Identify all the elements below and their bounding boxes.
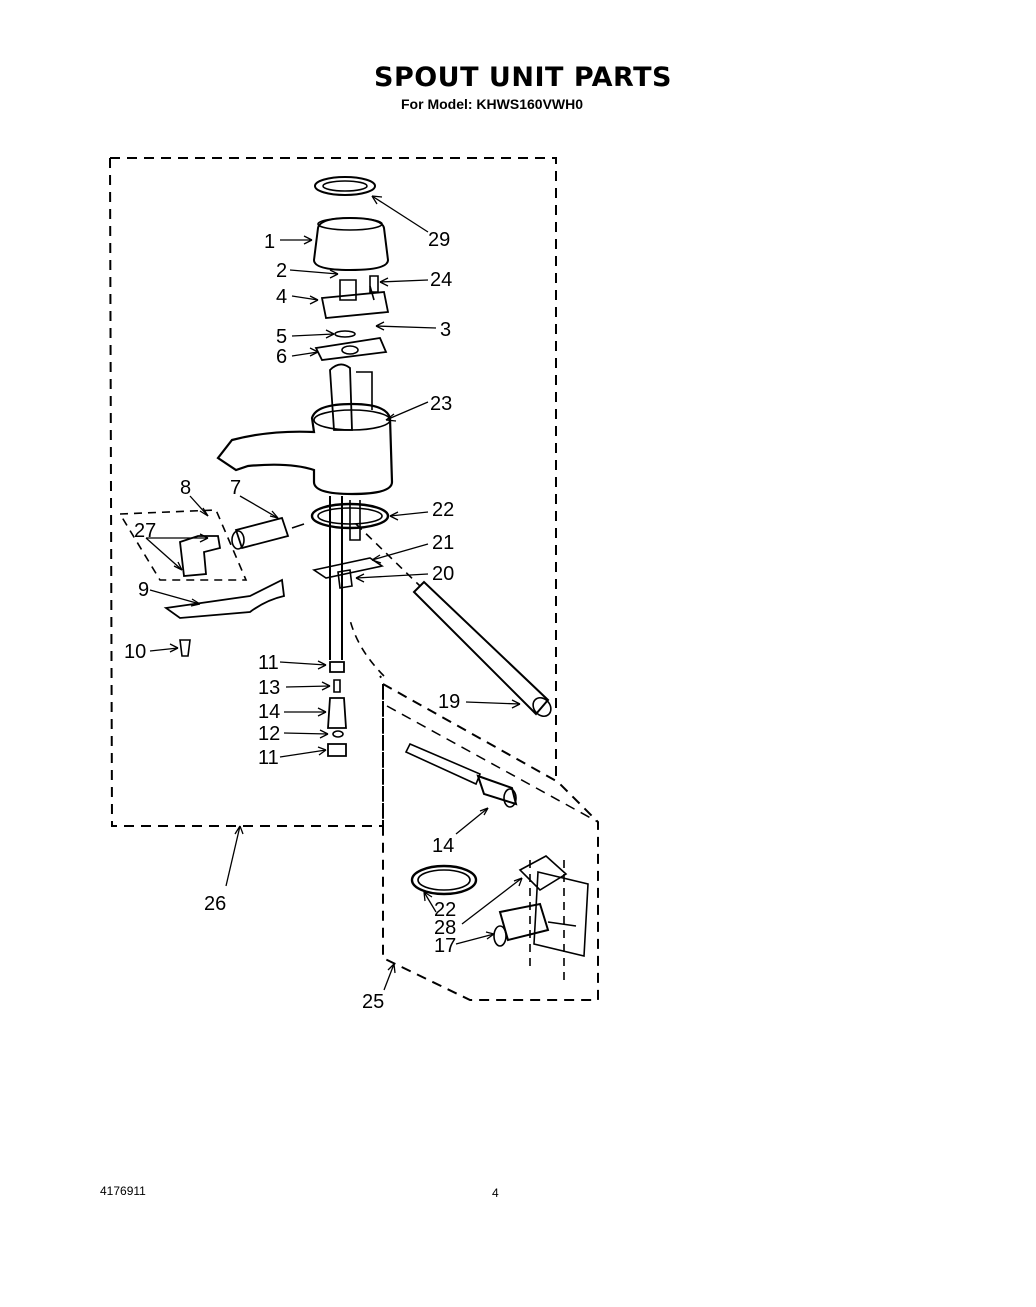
part-17-valve (498, 902, 550, 942)
part-13-pin (333, 679, 341, 693)
part-22-oring-lower (410, 864, 478, 896)
callout-12: 12 (258, 723, 280, 745)
part-valve-bracket (533, 870, 589, 958)
part-7-sleeve (234, 516, 290, 550)
callout-29: 29 (428, 229, 450, 251)
callout-2: 2 (276, 260, 287, 282)
callout-19: 19 (438, 691, 460, 713)
kit-8-outline (118, 509, 248, 581)
part-10-screw (179, 639, 191, 657)
part-29-cap (314, 176, 376, 196)
callout-27: 27 (134, 520, 156, 542)
part-4-cam (320, 291, 390, 319)
part-28-gasket (518, 855, 568, 892)
callout-20: 20 (432, 563, 454, 585)
shaft (329, 496, 343, 660)
callout-5: 5 (276, 326, 287, 348)
part-19-tube (412, 580, 550, 716)
part-1-knob (312, 216, 390, 272)
callout-10: 10 (124, 641, 146, 663)
callout-4: 4 (276, 286, 287, 308)
part-12-washer (332, 730, 344, 738)
callout-23: 23 (430, 393, 452, 415)
callout-6: 6 (276, 346, 287, 368)
part-rod (404, 742, 482, 786)
part-6-plate (314, 337, 388, 361)
callout-22-lower: 22 (434, 899, 456, 921)
part-14-valve (327, 697, 347, 729)
callout-13: 13 (258, 677, 280, 699)
part-24-screw (369, 275, 379, 293)
callout-8: 8 (180, 477, 191, 499)
part-20-clip (337, 569, 353, 589)
part-2-stem (339, 279, 357, 301)
part-9-escutcheon (163, 578, 285, 619)
model-subtitle: For Model: KHWS160VWH0 (401, 96, 584, 112)
callout-21: 21 (432, 532, 454, 554)
page-number: 4 (492, 1186, 499, 1200)
callout-1: 1 (264, 231, 275, 253)
callout-7: 7 (230, 477, 241, 499)
part-11-nut-bottom (327, 743, 347, 757)
callout-3: 3 (440, 319, 451, 341)
part-5-washer (334, 330, 356, 338)
callout-14-lower: 14 (432, 835, 454, 857)
callout-25: 25 (362, 991, 384, 1013)
callout-11-bottom: 11 (258, 747, 279, 769)
callout-11-top: 11 (258, 652, 279, 674)
assembly-25-outline (382, 683, 599, 1001)
part-11-nut-top (329, 661, 345, 673)
part-23-spout-body (216, 402, 394, 496)
part-21-bracket (311, 557, 385, 579)
part-14-fitting (476, 774, 518, 806)
callout-28: 28 (434, 917, 456, 939)
callout-14-upper: 14 (258, 701, 280, 723)
callout-9: 9 (138, 579, 149, 601)
document-number: 4176911 (100, 1184, 146, 1198)
callout-22: 22 (432, 499, 454, 521)
callout-17: 17 (434, 935, 456, 957)
callout-26: 26 (204, 893, 226, 915)
part-27-elbow (179, 535, 222, 577)
callout-24: 24 (430, 269, 452, 291)
page-title: SPOUT UNIT PARTS (374, 62, 672, 93)
